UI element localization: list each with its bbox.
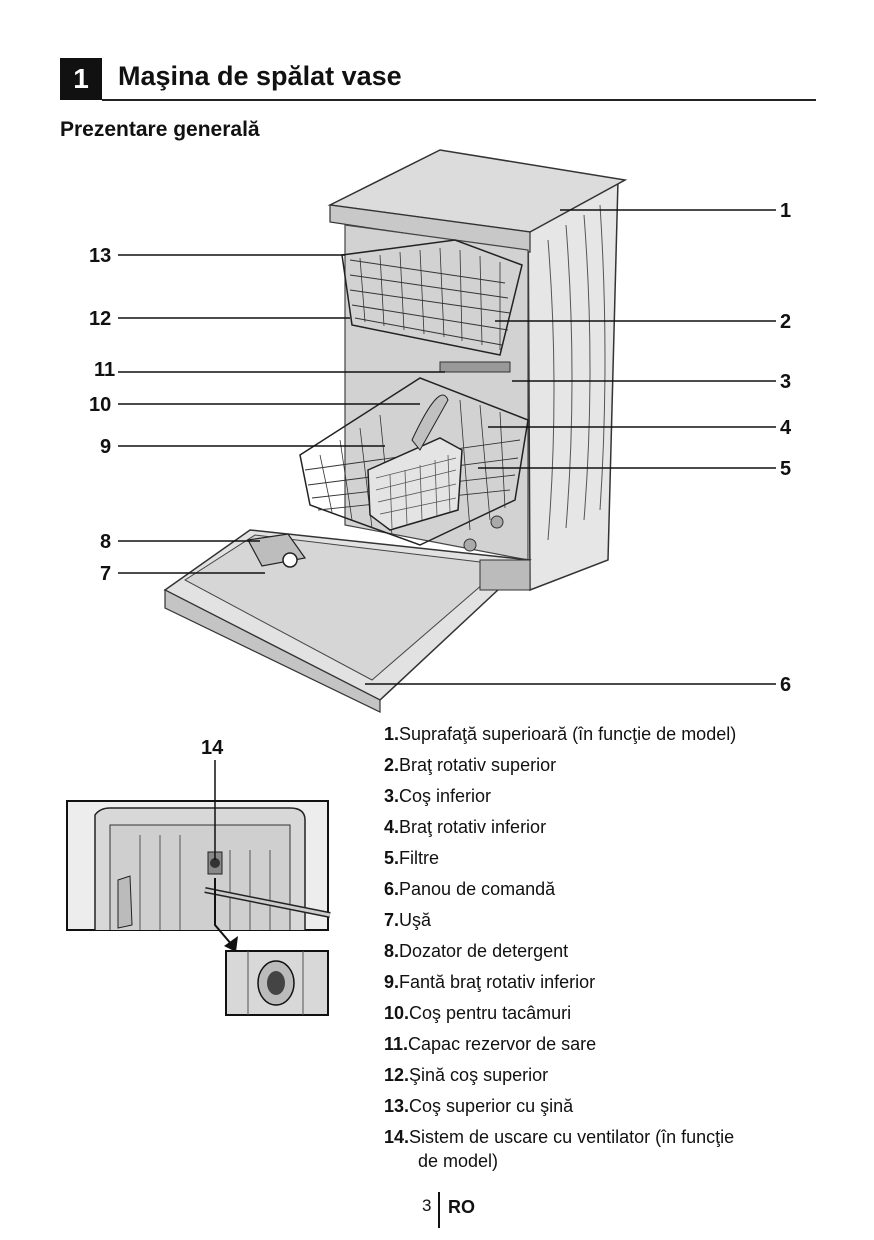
section-number-badge: 1	[60, 58, 102, 100]
page-number: 3	[422, 1196, 432, 1215]
language-code: RO	[448, 1197, 475, 1217]
page-footer: 3 RO	[418, 1192, 538, 1230]
callout-1: 1	[780, 200, 791, 222]
callout-2: 2	[780, 311, 791, 333]
legend-item: 11.Capac rezervor de sare	[384, 1034, 597, 1054]
legend-item: 4.Braţ rotativ inferior	[384, 817, 547, 837]
legend-item: 7.Uşă	[384, 910, 432, 930]
callout-8: 8	[100, 531, 111, 553]
legend-item: 1.Suprafaţă superioară (în funcţie de mo…	[384, 724, 737, 744]
callout-11: 11	[94, 359, 115, 381]
section-rule	[102, 99, 816, 101]
legend-item: 8.Dozator de detergent	[384, 941, 569, 961]
page-subtitle: Prezentare generală	[60, 118, 260, 141]
callout-7: 7	[100, 563, 111, 585]
callout-lines	[118, 209, 776, 860]
callout-4: 4	[780, 417, 792, 439]
callout-12: 12	[89, 308, 111, 330]
callout-numbers: 1 2 3 4 5 6 7 8 9 10 11 12 13 14	[89, 200, 792, 759]
legend-item: 5.Filtre	[384, 848, 440, 868]
footer-divider	[438, 1192, 440, 1228]
cutlery-basket	[367, 394, 463, 531]
section-header: 1 Maşina de spălat vase	[60, 58, 816, 102]
callout-13: 13	[89, 245, 111, 267]
upper-basket	[341, 239, 523, 356]
callout-9: 9	[100, 436, 111, 458]
callout-14: 14	[201, 737, 224, 759]
legend-item: 12.Şină coş superior	[384, 1065, 549, 1085]
dishwasher-body	[163, 149, 628, 713]
callout-3: 3	[780, 371, 791, 393]
callout-5: 5	[780, 458, 791, 480]
legend-item: 13.Coş superior cu şină	[384, 1096, 574, 1116]
callout-10: 10	[89, 394, 111, 416]
legend-item: 14.Sistem de uscare cu ventilator (în fu…	[384, 1127, 735, 1171]
fan-drying-inset	[66, 800, 331, 1016]
legend-item: 10.Coş pentru tacâmuri	[384, 1003, 572, 1023]
legend-item: 6.Panou de comandă	[384, 879, 556, 899]
legend-item: 3.Coş inferior	[384, 786, 492, 806]
section-title: Maşina de spălat vase	[118, 61, 402, 91]
parts-legend: 1.Suprafaţă superioară (în funcţie de mo…	[384, 719, 824, 1173]
callout-6: 6	[780, 674, 791, 696]
legend-item: 9.Fantă braţ rotativ inferior	[384, 972, 596, 992]
legend-item: 2.Braţ rotativ superior	[384, 755, 557, 775]
